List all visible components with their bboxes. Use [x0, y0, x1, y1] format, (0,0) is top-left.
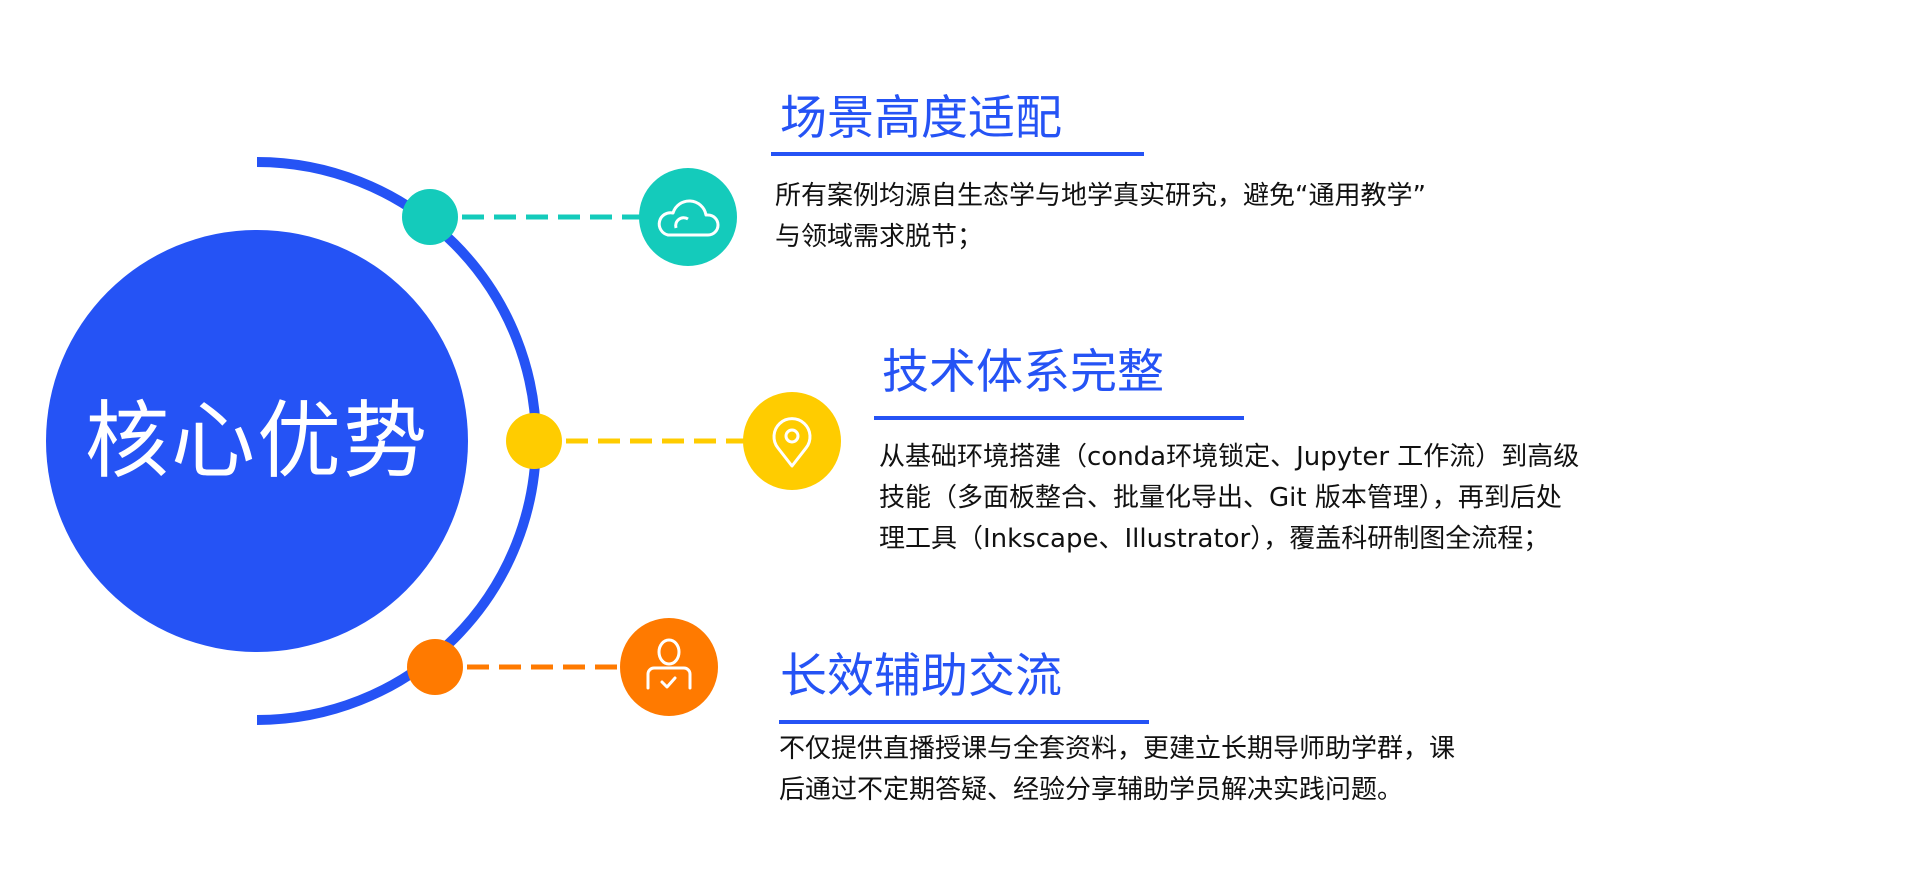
node-dot-1	[402, 189, 458, 245]
description-line: 后通过不定期答疑、经验分享辅助学员解决实践问题。	[779, 775, 1404, 805]
node-dot-3	[407, 639, 463, 695]
icon-circle-1	[639, 168, 737, 266]
description-line: 不仅提供直播授课与全套资料，更建立长期导师助学群，课	[779, 734, 1456, 764]
description-line: 从基础环境搭建（conda环境锁定、Jupyter 工作流）到高级	[879, 442, 1580, 472]
cloud-icon	[657, 199, 720, 237]
node-dot-2	[506, 413, 562, 469]
core-label: 核心优势	[84, 392, 429, 490]
description-line: 所有案例均源自生态学与地学真实研究，避免“通用教学”	[775, 181, 1426, 211]
location-pin-icon	[772, 417, 812, 468]
description-line: 理工具（Inkscape、Illustrator），覆盖科研制图全流程；	[879, 524, 1550, 554]
description-line: 技能（多面板整合、批量化导出、Git 版本管理），再到后处	[879, 483, 1562, 513]
item-1-title: 场景高度适配	[780, 91, 1062, 146]
description-line: 与领域需求脱节；	[775, 222, 984, 252]
item-1-description: 所有案例均源自生态学与地学真实研究，避免“通用教学” 与领域需求脱节；	[775, 176, 1426, 258]
item-3-description: 不仅提供直播授课与全套资料，更建立长期导师助学群，课 后通过不定期答疑、经验分享…	[779, 729, 1455, 811]
item-3-underline	[779, 720, 1149, 724]
item-3-title: 长效辅助交流	[780, 649, 1062, 704]
core-circle	[46, 230, 468, 652]
user-check-icon	[646, 638, 692, 690]
item-2-title: 技术体系完整	[882, 345, 1164, 400]
item-1-underline	[771, 152, 1144, 156]
item-2-underline	[874, 416, 1244, 420]
item-2-description: 从基础环境搭建（conda环境锁定、Jupyter 工作流）到高级 技能（多面板…	[879, 437, 1579, 560]
